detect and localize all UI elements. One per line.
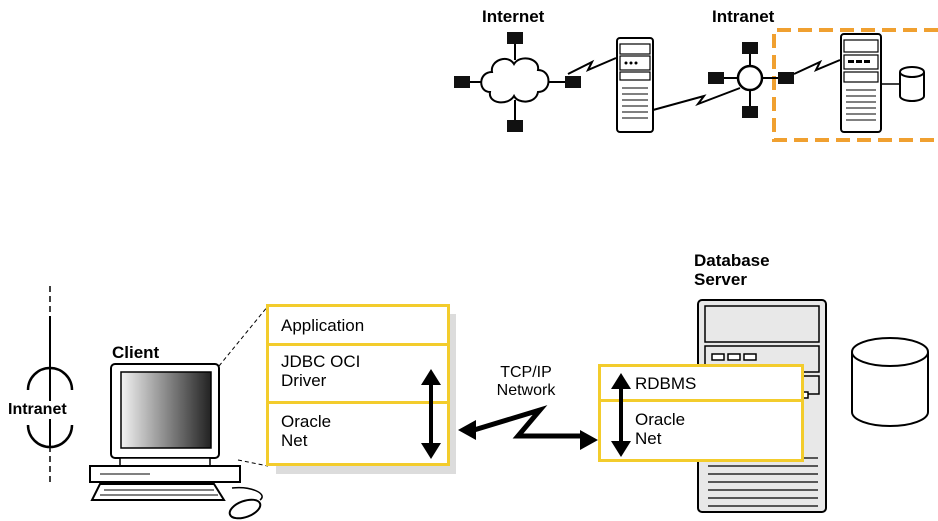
stack-application-label: Application [281,316,365,335]
intranet-label-bottom: Intranet [8,401,67,419]
database-server-label-line2: Server [694,269,747,289]
database-server-label-line1: Database [694,251,770,270]
client-software-stack: Application JDBC OCI Driver Oracle Net [266,304,450,466]
database-cylinder-icon-small [899,66,925,102]
stack-rdbms-label: RDBMS [635,374,697,393]
web-server-tower-icon [616,37,654,133]
tcp-ip-network-arrow [458,405,598,450]
client-computer-icon [89,363,263,520]
intranet-connection-icon [26,286,74,482]
database-server-label: Database Server [694,251,770,289]
stack-jdbc-oci-driver-label: JDBC OCI Driver [281,352,361,390]
intranet-hub-icon [708,42,794,118]
network-label-line1: TCP/IP [500,364,552,381]
intranet-label-top: Intranet [712,7,775,26]
internet-cloud-icon [454,32,581,132]
stack-oracle-net-label: Oracle Net [281,412,332,450]
database-cylinder-icon [851,337,929,427]
stack-server-oracle-net-label: Oracle Net [635,410,686,448]
client-updown-arrow-icon [421,369,441,459]
database-server-tower-icon-small [840,33,900,133]
server-software-stack: RDBMS Oracle Net [598,364,804,462]
client-label: Client [112,343,160,362]
network-label-line2: Network [496,381,556,399]
network-label: TCP/IP Network [474,364,578,399]
server-updown-arrow-icon [611,373,631,457]
internet-label: Internet [482,7,545,26]
highlight-dashed-region [772,28,938,142]
